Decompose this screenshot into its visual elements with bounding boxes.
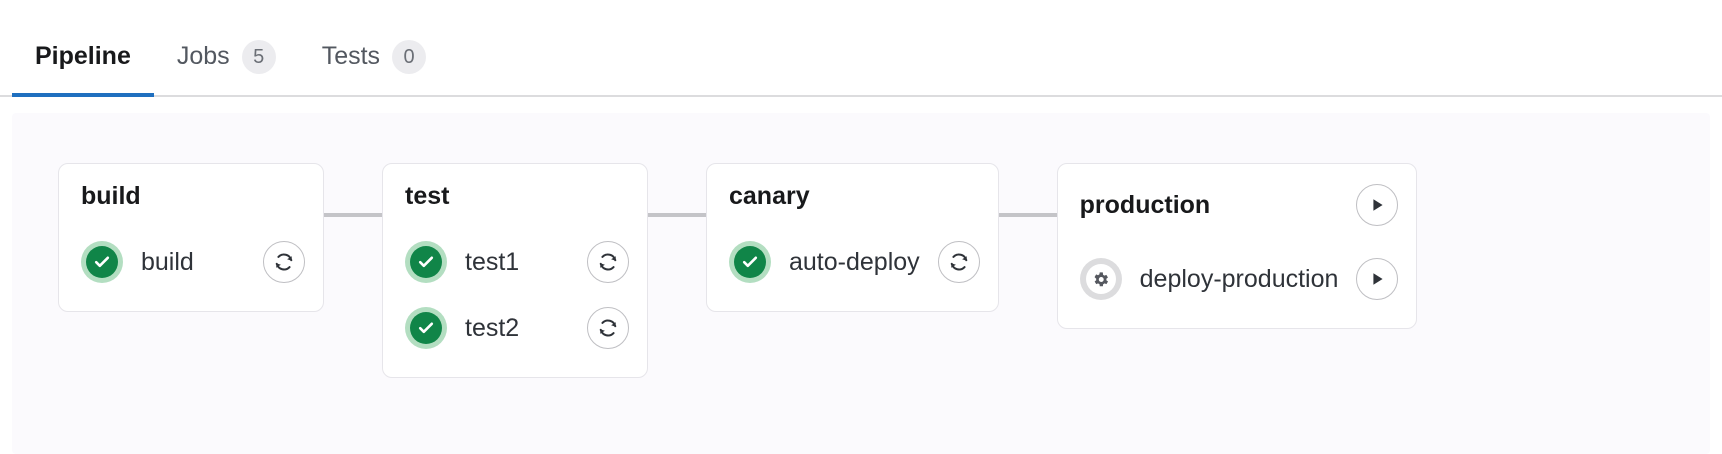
retry-icon: [596, 316, 620, 340]
pipeline-graph-canvas: build build test test1 test2 canary auto-deplo…: [12, 113, 1710, 454]
stage-connector: [324, 163, 382, 263]
job-name[interactable]: auto-deploy: [789, 247, 920, 276]
check-circle-icon: [729, 241, 771, 283]
play-icon: [1367, 269, 1387, 289]
tab-active-underline: [154, 93, 299, 97]
check-circle-icon: [81, 241, 123, 283]
stage-title: build: [81, 182, 141, 210]
job-name[interactable]: build: [141, 247, 194, 276]
job-play-button[interactable]: [1356, 258, 1399, 300]
stage-column: production deploy-production: [1056, 163, 1418, 329]
stage-column: canary auto-deploy: [706, 163, 999, 312]
job-retry-button[interactable]: [937, 241, 980, 283]
stage-column: build build: [58, 163, 324, 312]
job-row[interactable]: test1: [405, 235, 629, 289]
stage-card: production deploy-production: [1056, 163, 1418, 329]
stage-header: canary: [729, 184, 980, 209]
gear-icon: [1079, 258, 1122, 300]
stage-column: test test1 test2: [382, 163, 648, 378]
job-row[interactable]: test2: [405, 301, 629, 355]
tab-pipeline[interactable]: Pipeline: [12, 0, 154, 97]
job-retry-button[interactable]: [587, 307, 629, 349]
stage-header: build: [81, 184, 305, 209]
retry-icon: [272, 250, 296, 274]
connector-line: [648, 213, 706, 217]
tab-label: Tests: [321, 42, 381, 70]
pipeline-stages: build build test test1 test2 canary auto-deplo…: [12, 113, 1710, 454]
stage-title: test: [405, 182, 450, 210]
check-circle-icon: [405, 241, 447, 283]
connector-line: [324, 213, 382, 217]
check-circle-icon: [405, 307, 447, 349]
stage-connector: [648, 163, 706, 263]
stage-connector: [998, 163, 1057, 263]
retry-icon: [947, 250, 971, 274]
job-name[interactable]: deploy-production: [1139, 264, 1339, 293]
tab-count-badge: 5: [241, 39, 276, 74]
tab-active-underline: [12, 93, 154, 97]
tab-active-underline: [299, 93, 449, 97]
job-retry-button[interactable]: [587, 241, 629, 283]
stage-title: canary: [729, 182, 810, 210]
job-row[interactable]: auto-deploy: [729, 235, 980, 289]
connector-line: [998, 213, 1057, 217]
job-row[interactable]: build: [81, 235, 305, 289]
stage-header: production: [1080, 184, 1399, 226]
job-retry-button[interactable]: [263, 241, 305, 283]
tab-tests[interactable]: Tests 0: [299, 0, 449, 95]
job-name[interactable]: test2: [465, 313, 520, 342]
stage-title: production: [1079, 190, 1211, 219]
tab-jobs[interactable]: Jobs 5: [154, 0, 299, 95]
tab-label: Pipeline: [35, 42, 131, 70]
pipeline-tabbar: Pipeline Jobs 5 Tests 0: [0, 0, 1722, 97]
tab-label: Jobs: [176, 42, 230, 70]
job-name[interactable]: test1: [465, 247, 520, 276]
retry-icon: [596, 250, 620, 274]
job-row[interactable]: deploy-production: [1079, 252, 1399, 306]
play-icon: [1367, 195, 1387, 215]
stage-header: test: [405, 184, 629, 209]
stage-play-all-button[interactable]: [1356, 184, 1399, 226]
stage-card: test test1 test2: [382, 163, 648, 378]
stage-card: canary auto-deploy: [706, 163, 999, 312]
tab-count-badge: 0: [392, 39, 427, 74]
stage-card: build build: [58, 163, 324, 312]
